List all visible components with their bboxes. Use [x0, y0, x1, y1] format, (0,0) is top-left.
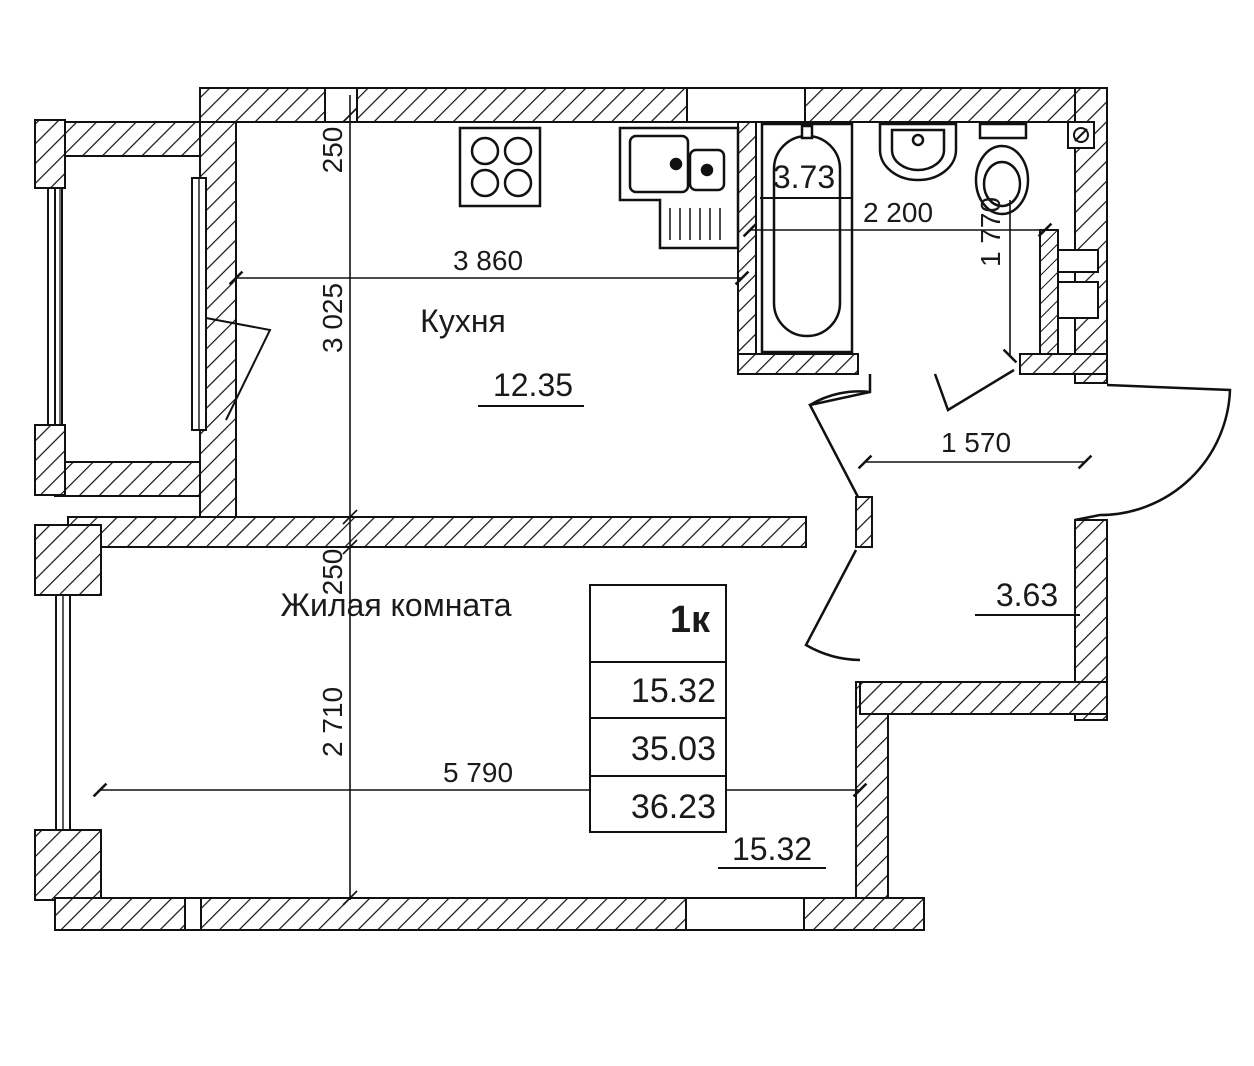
dim-living-depth: 2 710 — [317, 687, 348, 757]
wall-top-right — [804, 87, 1108, 123]
dim-living-width: 5 790 — [443, 757, 513, 788]
doors — [804, 368, 1232, 662]
door-bathroom-swing — [809, 390, 871, 407]
wall-partition — [67, 516, 807, 548]
summary-total-area: 35.03 — [631, 730, 716, 768]
wall-top-left — [199, 87, 326, 123]
door-living — [804, 549, 861, 662]
wall-hall-left — [855, 496, 873, 548]
summary-living-area: 15.32 — [631, 672, 716, 710]
bathroom-area: 3.73 — [773, 159, 835, 195]
door-entrance — [1074, 383, 1232, 522]
wall-bath-bottom — [737, 353, 859, 375]
wall-bottom-left — [54, 897, 186, 931]
dim-wall-top: 250 — [317, 127, 348, 174]
wall-hall-bottom — [859, 681, 1108, 715]
hall-area: 3.63 — [996, 577, 1058, 613]
wall-top-window — [324, 87, 358, 123]
door-wc — [933, 368, 1015, 412]
wall-wc-partition — [1039, 229, 1059, 355]
balcony-left-bottom — [34, 424, 66, 496]
toilet — [974, 122, 1030, 216]
kitchen-sink — [618, 126, 740, 250]
wall-bath-bottom-right — [1019, 353, 1108, 375]
balcony-left-top — [34, 119, 66, 189]
door-bathroom — [808, 374, 872, 498]
kitchen-area: 12.35 — [493, 367, 573, 403]
summary-total-with-balcony: 36.23 — [631, 788, 716, 826]
wall-bath-left — [737, 121, 757, 355]
living-room-area: 15.32 — [732, 831, 812, 867]
balcony-top — [54, 121, 201, 157]
dim-hall-width: 1 570 — [941, 427, 1011, 458]
dim-kitchen-depth: 3 025 — [317, 283, 348, 353]
area-summary-table — [589, 584, 727, 833]
dim-wall-mid: 250 — [317, 549, 348, 596]
balcony-bottom — [54, 461, 201, 497]
wall-living-left — [34, 524, 102, 596]
ventilation-shafts — [1057, 249, 1099, 319]
wall-bottom-mid — [200, 897, 687, 931]
dim-bath-width: 2 200 — [863, 197, 933, 228]
dimension-lines — [92, 95, 1093, 906]
dim-kitchen-width: 3 860 — [453, 245, 523, 276]
wall-living-left-bottom — [34, 829, 102, 901]
walls — [34, 87, 1108, 931]
kitchen-name: Кухня — [420, 303, 506, 339]
wall-bottom-gap — [685, 897, 805, 931]
dim-bath-depth: 1 770 — [975, 197, 1006, 267]
floor-drain — [1067, 121, 1095, 149]
washbasin — [878, 122, 958, 182]
wall-bottom-right — [803, 897, 925, 931]
stove — [458, 126, 542, 208]
wall-top-gap — [686, 87, 806, 123]
wall-top-mid — [356, 87, 688, 123]
wall-bottom-window — [184, 897, 202, 931]
balcony-door — [205, 317, 272, 421]
living-room-name: Жилая комната — [280, 587, 511, 623]
apartment-type: 1к — [670, 599, 711, 641]
